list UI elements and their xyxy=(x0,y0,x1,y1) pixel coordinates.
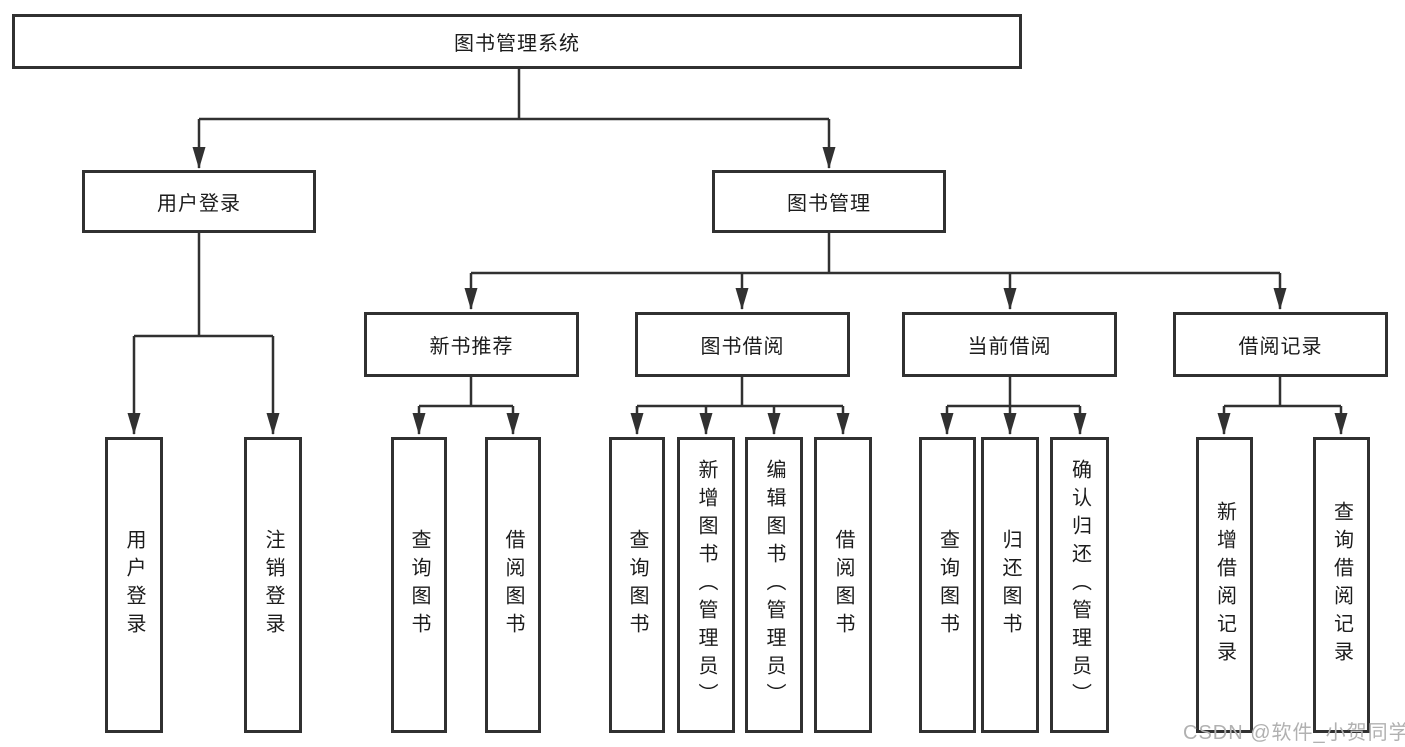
leaf-borrow-books-2: 借阅图书 xyxy=(814,437,872,733)
leaf-add-books-admin: 新增图书（管理员） xyxy=(677,437,735,733)
leaf-label: 查询图书 xyxy=(408,529,430,641)
node-new-book-recommendation: 新书推荐 xyxy=(364,312,579,377)
leaf-label: 注销登录 xyxy=(262,529,284,641)
node-user-login: 用户登录 xyxy=(82,170,316,233)
connector-new-book-split xyxy=(419,377,513,408)
node-borrowing-records: 借阅记录 xyxy=(1173,312,1388,377)
node-label: 当前借阅 xyxy=(967,336,1052,358)
leaf-add-borrow-record: 新增借阅记录 xyxy=(1196,437,1253,733)
connector-book-borrowing-split xyxy=(637,377,843,408)
leaf-query-borrow-record: 查询借阅记录 xyxy=(1313,437,1370,733)
leaf-query-books-1: 查询图书 xyxy=(391,437,447,733)
node-label: 图书管理系统 xyxy=(454,33,580,55)
leaf-label: 新增借阅记录 xyxy=(1213,501,1236,669)
node-current-borrowing: 当前借阅 xyxy=(902,312,1117,377)
node-label: 图书借阅 xyxy=(700,336,785,358)
leaf-label: 查询图书 xyxy=(936,529,959,641)
leaf-label: 用户登录 xyxy=(123,529,145,641)
node-book-management: 图书管理 xyxy=(712,170,946,233)
connector-current-borrowing-split xyxy=(947,377,1080,408)
leaf-label: 确认归还（管理员） xyxy=(1068,459,1091,711)
node-label: 借阅记录 xyxy=(1238,336,1323,358)
connector-book-management-split xyxy=(471,233,1280,275)
csdn-watermark: CSDN @软件_小贺同学 xyxy=(1183,722,1405,744)
leaf-label: 查询借阅记录 xyxy=(1330,501,1353,669)
leaf-return-books: 归还图书 xyxy=(981,437,1039,733)
node-book-borrowing: 图书借阅 xyxy=(635,312,850,377)
node-library-management-system: 图书管理系统 xyxy=(12,14,1022,69)
leaf-label: 查询图书 xyxy=(626,529,648,641)
leaf-label: 新增图书（管理员） xyxy=(695,459,717,711)
leaf-label: 归还图书 xyxy=(999,529,1021,641)
leaf-query-books-3: 查询图书 xyxy=(919,437,976,733)
leaf-confirm-return-admin: 确认归还（管理员） xyxy=(1050,437,1109,733)
node-label: 用户登录 xyxy=(157,193,241,215)
leaf-logout: 注销登录 xyxy=(244,437,302,733)
connector-user-login-split xyxy=(134,233,273,338)
connector-root-split xyxy=(199,69,829,121)
leaf-label: 编辑图书（管理员） xyxy=(763,459,785,711)
node-label: 新书推荐 xyxy=(429,336,514,358)
leaf-borrow-books-1: 借阅图书 xyxy=(485,437,541,733)
leaf-user-login: 用户登录 xyxy=(105,437,163,733)
leaf-label: 借阅图书 xyxy=(502,529,524,641)
connector-borrowing-records-split xyxy=(1224,377,1341,408)
node-label: 图书管理 xyxy=(787,193,871,215)
leaf-edit-books-admin: 编辑图书（管理员） xyxy=(745,437,803,733)
leaf-label: 借阅图书 xyxy=(832,529,854,641)
leaf-query-books-2: 查询图书 xyxy=(609,437,665,733)
